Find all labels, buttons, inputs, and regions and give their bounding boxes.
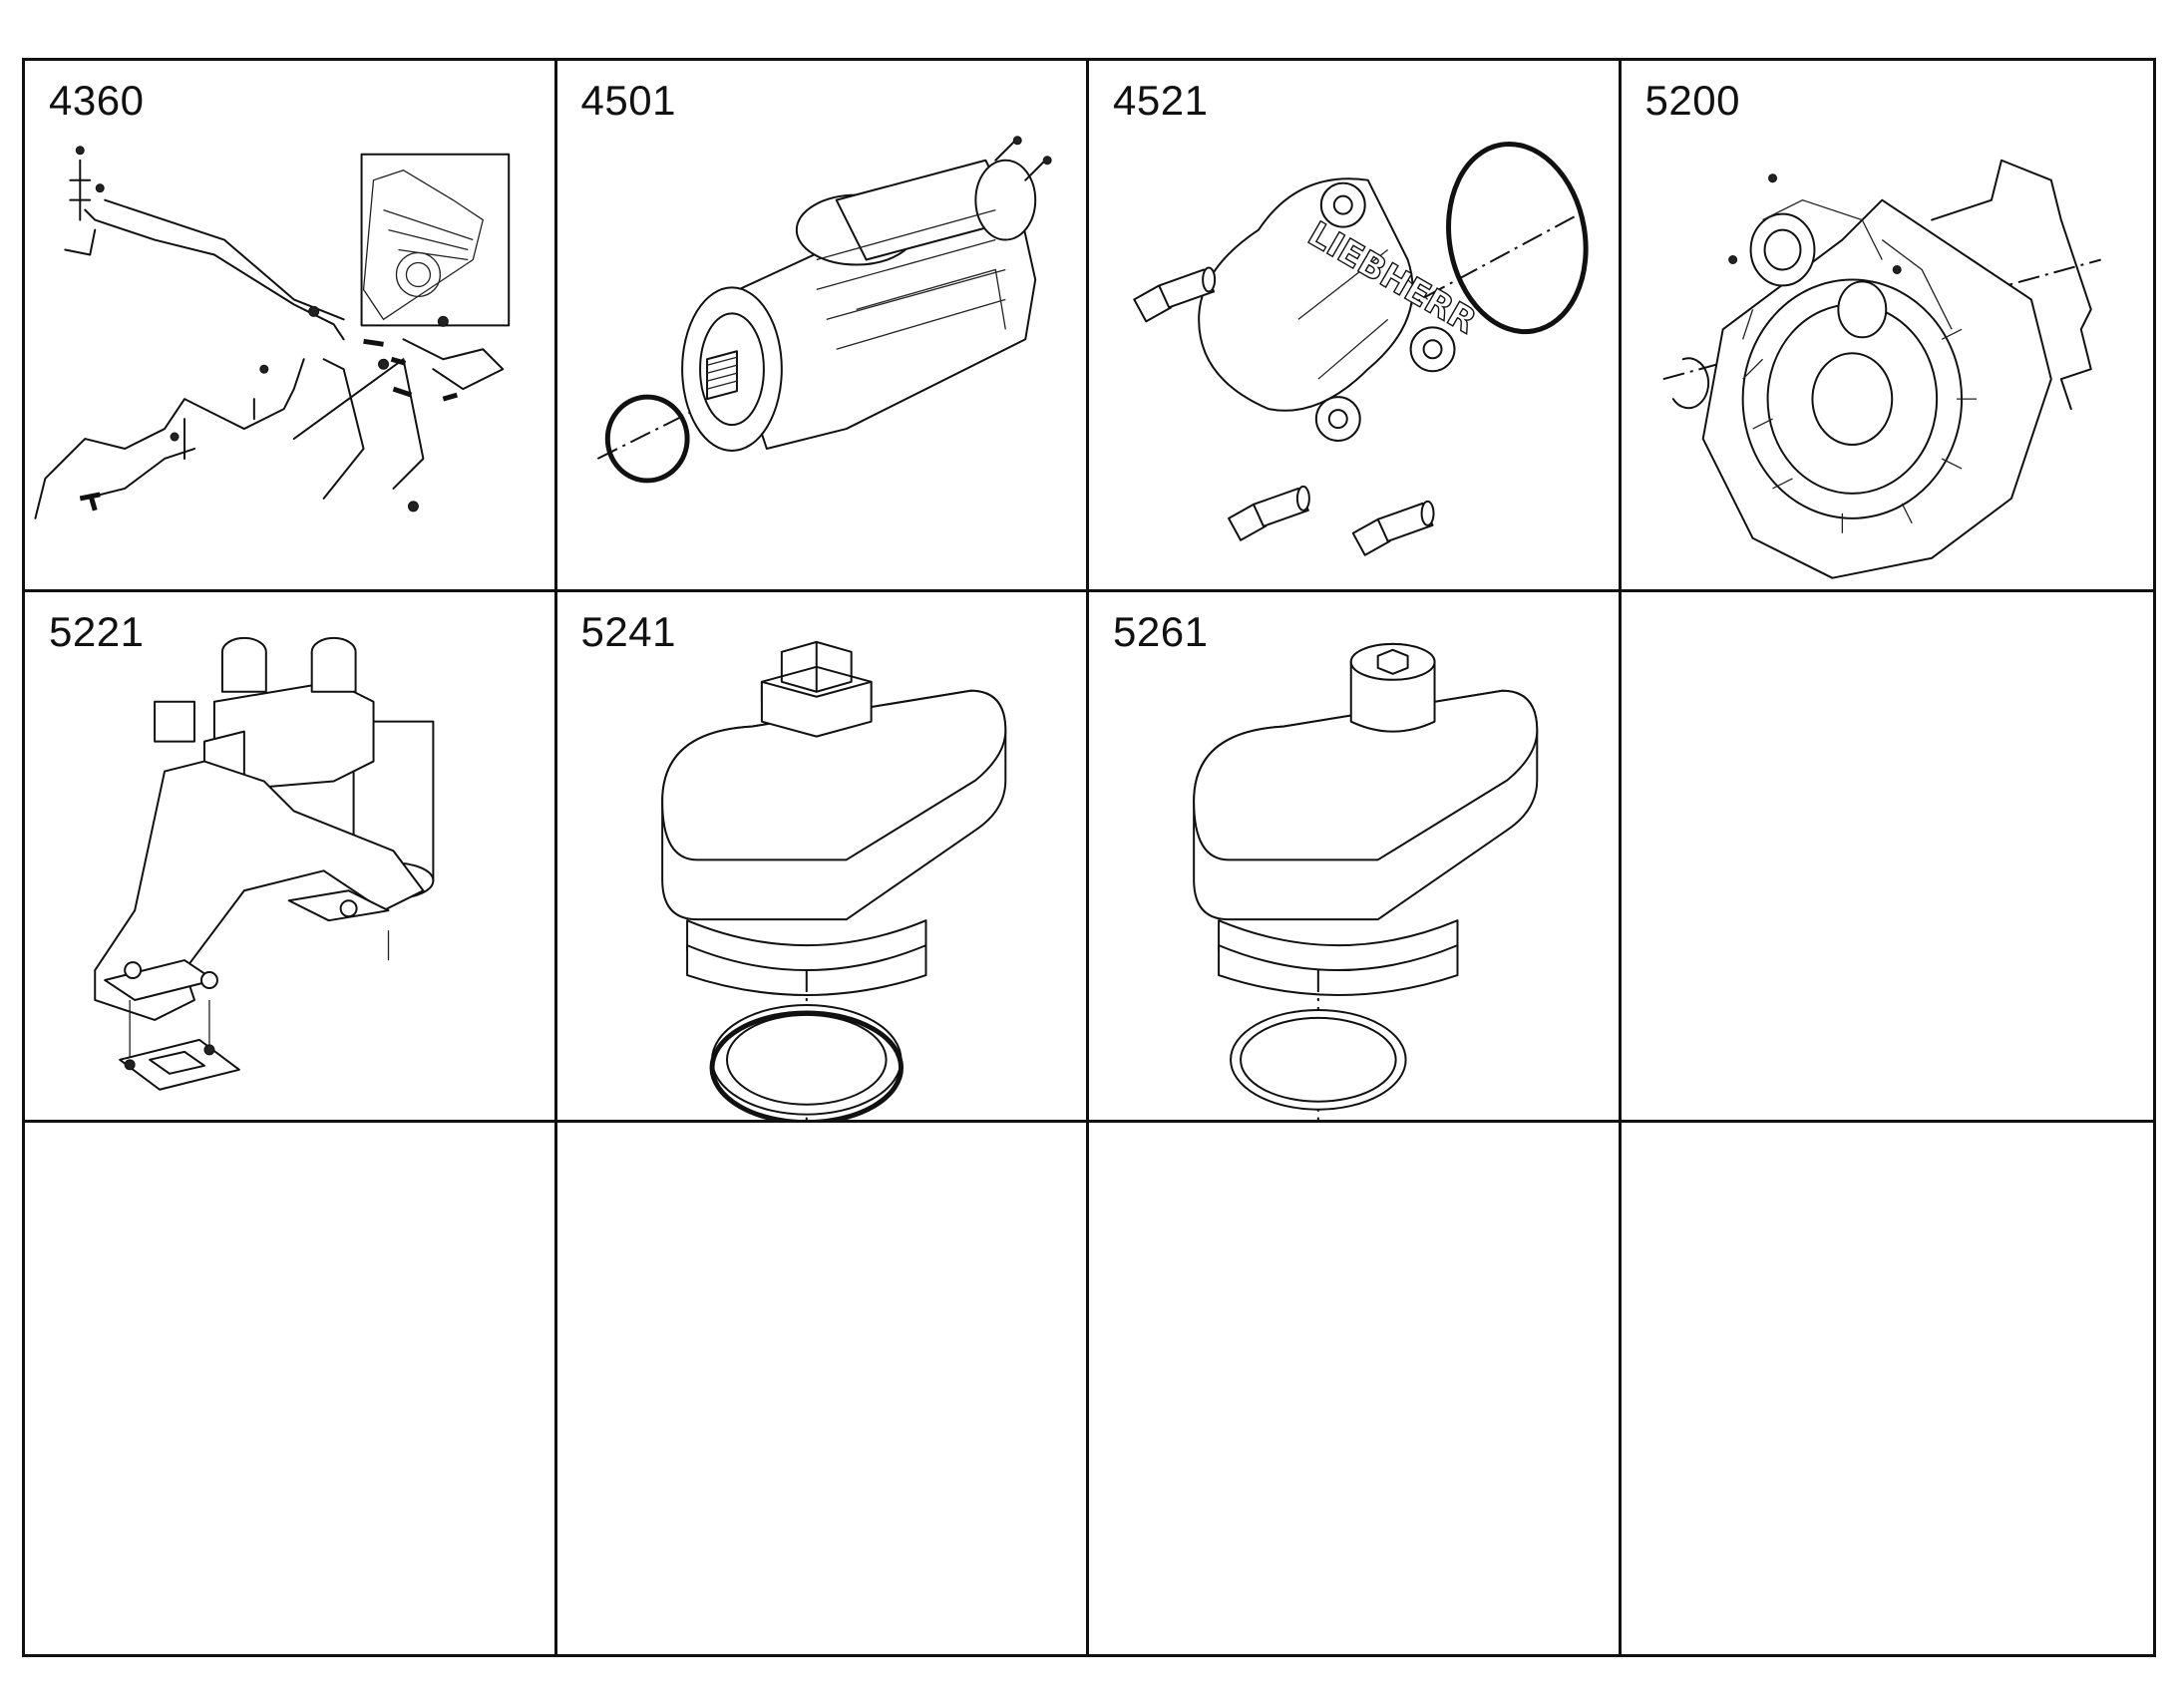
part-number: 5241 [580, 607, 676, 655]
part-cell-4521[interactable]: 4521 LIEBHERR [1089, 61, 1622, 592]
part-number: 5200 [1644, 77, 1740, 124]
filter-bracket-icon [25, 592, 554, 1121]
flange-cover-hex-icon [557, 592, 1087, 1121]
starter-motor-icon [557, 61, 1087, 589]
part-number: 4360 [49, 77, 145, 124]
part-number: 5261 [1113, 607, 1209, 655]
flywheel-housing-icon [1622, 61, 2154, 589]
empty-cell [1089, 1123, 1622, 1654]
parts-grid: 4360 [22, 58, 2156, 1657]
part-number: 5221 [49, 607, 145, 655]
flange-cover-socket-icon [1089, 592, 1619, 1121]
part-cell-5241[interactable]: 5241 [556, 591, 1089, 1124]
part-cell-5221[interactable]: 5221 [25, 591, 557, 1124]
part-cell-4501[interactable]: 4501 [556, 61, 1089, 592]
part-cell-5200[interactable]: 5200 [1621, 61, 2154, 592]
fuel-line-assembly-icon [25, 61, 554, 589]
cover-plate-icon: LIEBHERR [1089, 61, 1619, 589]
empty-cell [1622, 1123, 2154, 1654]
empty-cell [1621, 592, 2153, 1124]
empty-cell [25, 1123, 557, 1654]
part-number: 4521 [1113, 77, 1209, 124]
part-cell-4360[interactable]: 4360 [25, 61, 557, 592]
part-number: 4501 [580, 77, 676, 124]
part-cell-5261[interactable]: 5261 [1089, 591, 1622, 1124]
empty-cell [557, 1123, 1089, 1654]
